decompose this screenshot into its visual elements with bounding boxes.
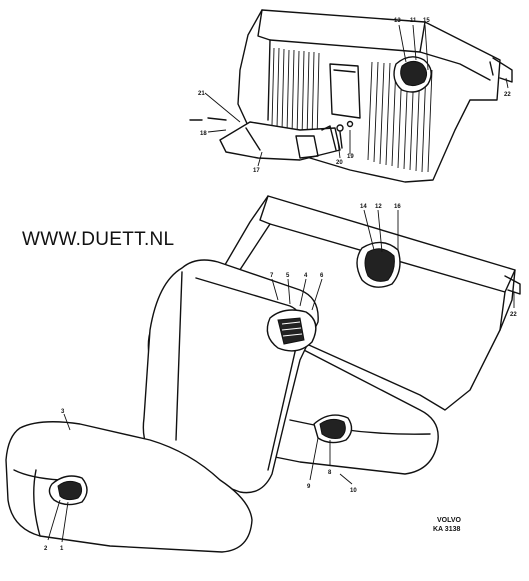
- callout-6: 6: [320, 273, 324, 279]
- callout-16: 16: [394, 204, 401, 210]
- callout-10: 10: [350, 488, 357, 494]
- callout-12: 12: [375, 204, 382, 210]
- callout-15: 15: [423, 18, 430, 24]
- leader-lines: [47, 24, 515, 543]
- callout-22-top: 22: [504, 92, 511, 98]
- callout-2: 2: [44, 546, 48, 552]
- backrest-pleats-left: [271, 47, 320, 142]
- watermark-text: WWW.DUETT.NL: [22, 229, 175, 250]
- callout-7: 7: [270, 273, 274, 279]
- callout-5: 5: [286, 273, 290, 279]
- seat-cushion: [5, 421, 253, 553]
- callout-17: 17: [253, 168, 260, 174]
- callout-11: 11: [410, 18, 417, 24]
- fold-backrest: [142, 259, 319, 494]
- callout-4: 4: [304, 273, 308, 279]
- upper-backrest-assembly: [189, 9, 513, 183]
- drawing-number: KA 3138: [433, 526, 461, 533]
- rear-backrest-assembly: [221, 195, 521, 411]
- callout-18: 18: [200, 131, 207, 137]
- callout-8: 8: [328, 470, 332, 476]
- callout-21: 21: [198, 91, 205, 97]
- callout-labels: 13 11 15 21 18 17 20 19 22 14 12 16 22 7…: [44, 18, 517, 552]
- callout-1: 1: [60, 546, 64, 552]
- callout-3: 3: [61, 409, 65, 415]
- backrest-pleats-right: [367, 61, 433, 173]
- callout-20: 20: [336, 160, 343, 166]
- callout-14: 14: [360, 204, 367, 210]
- callout-13: 13: [394, 18, 401, 24]
- callout-22-mid: 22: [510, 312, 517, 318]
- brand-label: VOLVO: [437, 517, 461, 524]
- callout-19: 19: [347, 154, 354, 160]
- callout-9: 9: [307, 484, 311, 490]
